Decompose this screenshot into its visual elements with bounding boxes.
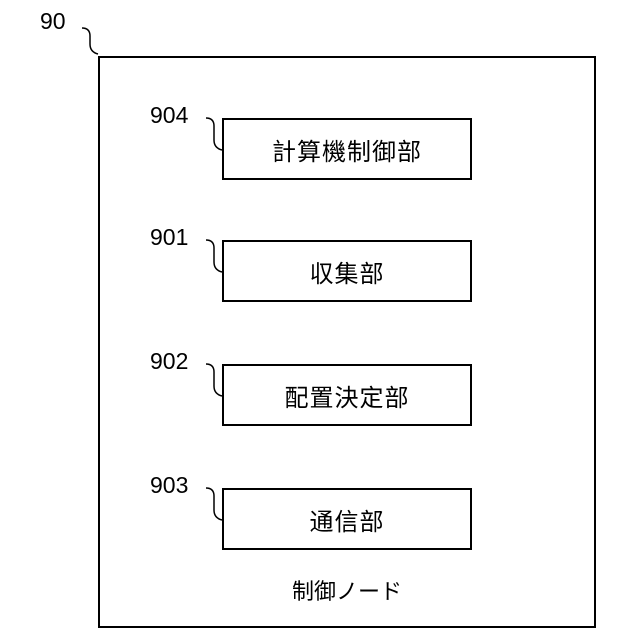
communication-unit-block: 通信部 <box>222 488 472 550</box>
block-label: 通信部 <box>310 502 385 537</box>
collection-unit-block: 収集部 <box>222 240 472 302</box>
ref-label-904: 904 <box>150 104 188 127</box>
ref-label-903: 903 <box>150 474 188 497</box>
leader-line-90 <box>82 28 98 54</box>
block-label: 計算機制御部 <box>272 132 422 167</box>
placement-decision-unit-block: 配置決定部 <box>222 364 472 426</box>
ref-label-outer: 90 <box>40 10 66 33</box>
computer-control-unit-block: 計算機制御部 <box>222 118 472 180</box>
block-label: 収集部 <box>310 254 385 289</box>
block-label: 配置決定部 <box>285 378 410 413</box>
control-node-caption: 制御ノード <box>98 580 596 606</box>
ref-label-902: 902 <box>150 350 188 373</box>
ref-label-901: 901 <box>150 226 188 249</box>
